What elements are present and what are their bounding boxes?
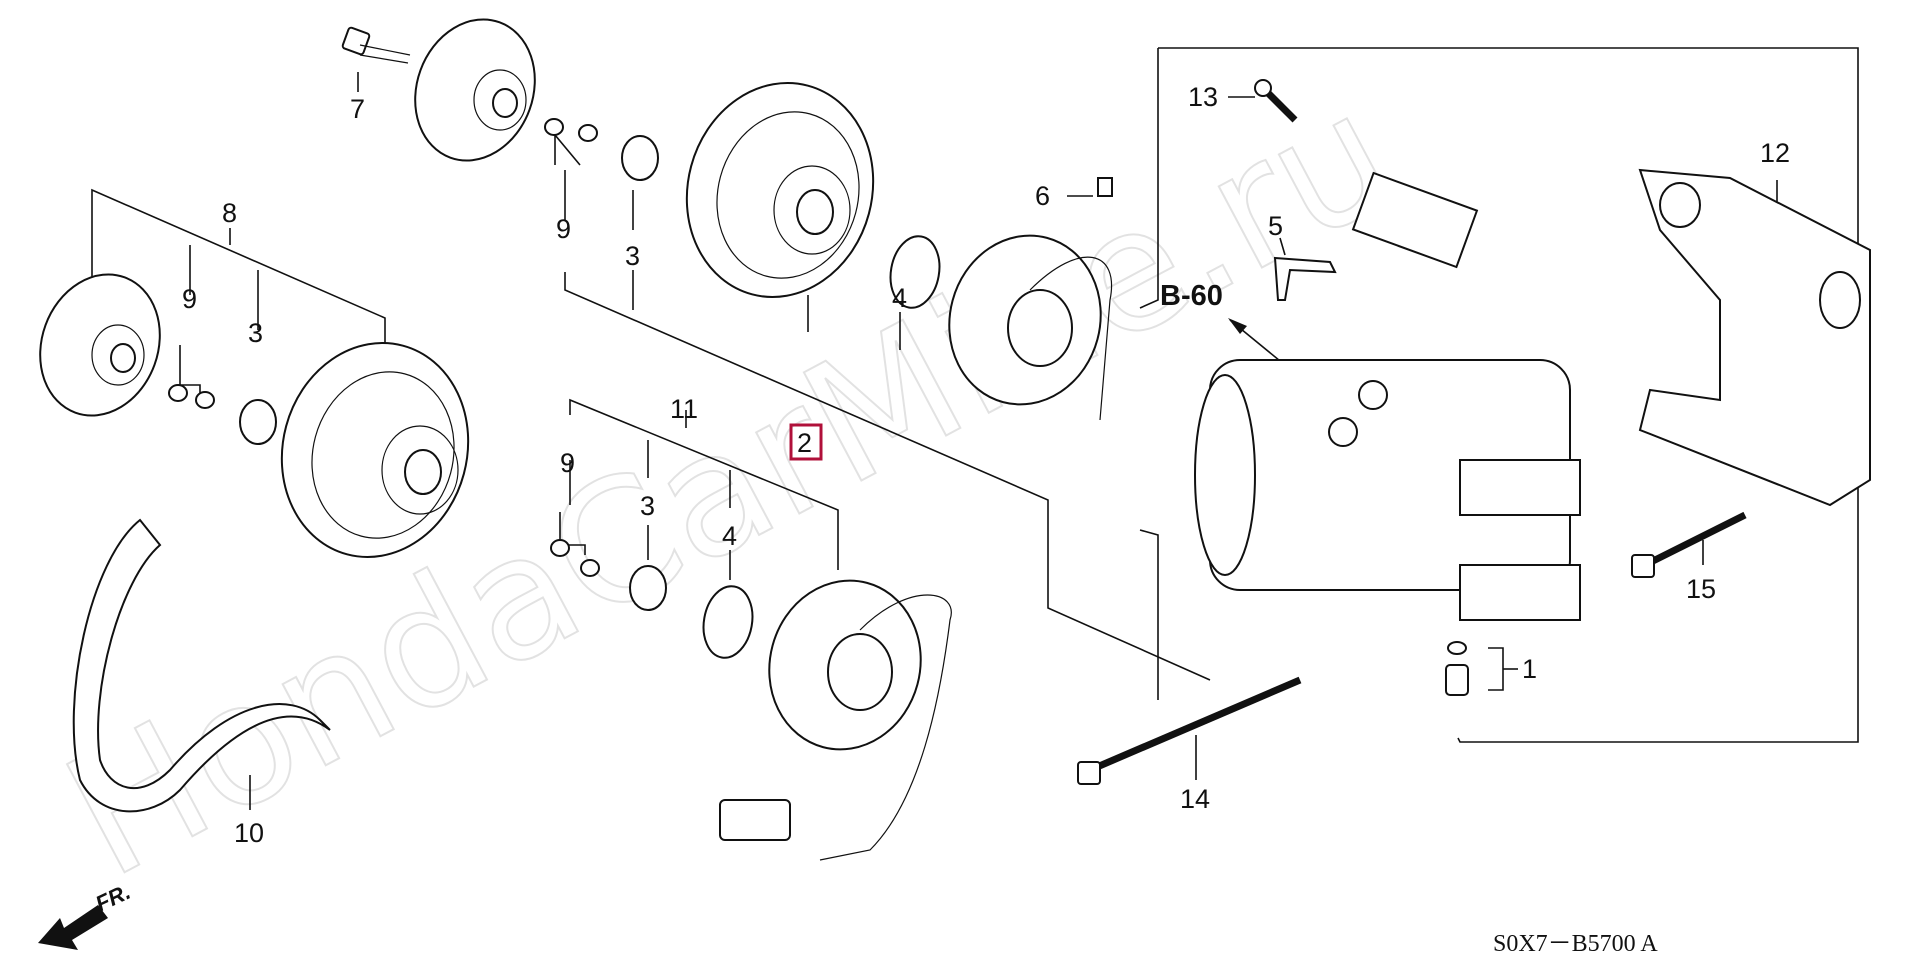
part-8-clutch-plate-lower <box>39 273 161 417</box>
callout-7[interactable]: 7 <box>350 94 365 124</box>
callout-5[interactable]: 5 <box>1268 211 1283 241</box>
callout-10[interactable]: 10 <box>234 818 264 848</box>
selected-callout-highlight <box>789 423 823 461</box>
part-11-field-coil-lower <box>719 579 952 861</box>
callout-8[interactable]: 8 <box>222 198 237 228</box>
callout-9[interactable]: 9 <box>556 214 571 244</box>
callout-11[interactable]: 11 <box>670 394 698 424</box>
part-8-clutch-plate-upper <box>414 18 536 162</box>
part-compressor <box>1194 171 1581 621</box>
callout-1[interactable]: 1 <box>1522 654 1537 684</box>
part-7-bolt <box>341 26 411 64</box>
callout-6[interactable]: 6 <box>1035 181 1050 211</box>
callout-labels: 1 2 3 3 3 4 4 5 6 7 8 9 9 9 10 11 12 13 … <box>182 82 1790 848</box>
part-12-mounting-bracket <box>1638 168 1871 507</box>
part-15-bolt <box>1631 511 1747 578</box>
callout-3[interactable]: 3 <box>625 241 640 271</box>
figure-code: S0X7－B5700 A <box>1493 931 1658 957</box>
part-5-bracket <box>1273 256 1337 301</box>
part-10-drive-belt <box>72 518 331 813</box>
callout-13[interactable]: 13 <box>1188 82 1218 112</box>
part-field-coil-upper <box>948 177 1113 421</box>
part-pulley-upper <box>685 81 875 299</box>
callout-3[interactable]: 3 <box>248 318 263 348</box>
callout-3[interactable]: 3 <box>640 491 655 521</box>
callout-9[interactable]: 9 <box>182 284 197 314</box>
callout-14[interactable]: 14 <box>1180 784 1210 814</box>
part-14-long-bolt <box>1077 676 1302 785</box>
reference-link-b60[interactable]: B-60 <box>1160 280 1223 312</box>
callout-9[interactable]: 9 <box>560 448 575 478</box>
part-4-snap-rings <box>702 235 941 659</box>
callout-15[interactable]: 15 <box>1686 574 1716 604</box>
part-9-washers <box>168 118 600 577</box>
callout-2[interactable]: 2 <box>797 428 812 458</box>
part-pulley-lower <box>280 341 470 559</box>
front-arrow-icon <box>38 905 108 950</box>
part-3-shims <box>239 135 667 611</box>
callout-4[interactable]: 4 <box>722 521 737 551</box>
callout-4[interactable]: 4 <box>892 283 907 313</box>
callout-12[interactable]: 12 <box>1760 138 1790 168</box>
part-13-bolt <box>1254 79 1298 123</box>
part-1-plug <box>1445 641 1469 696</box>
